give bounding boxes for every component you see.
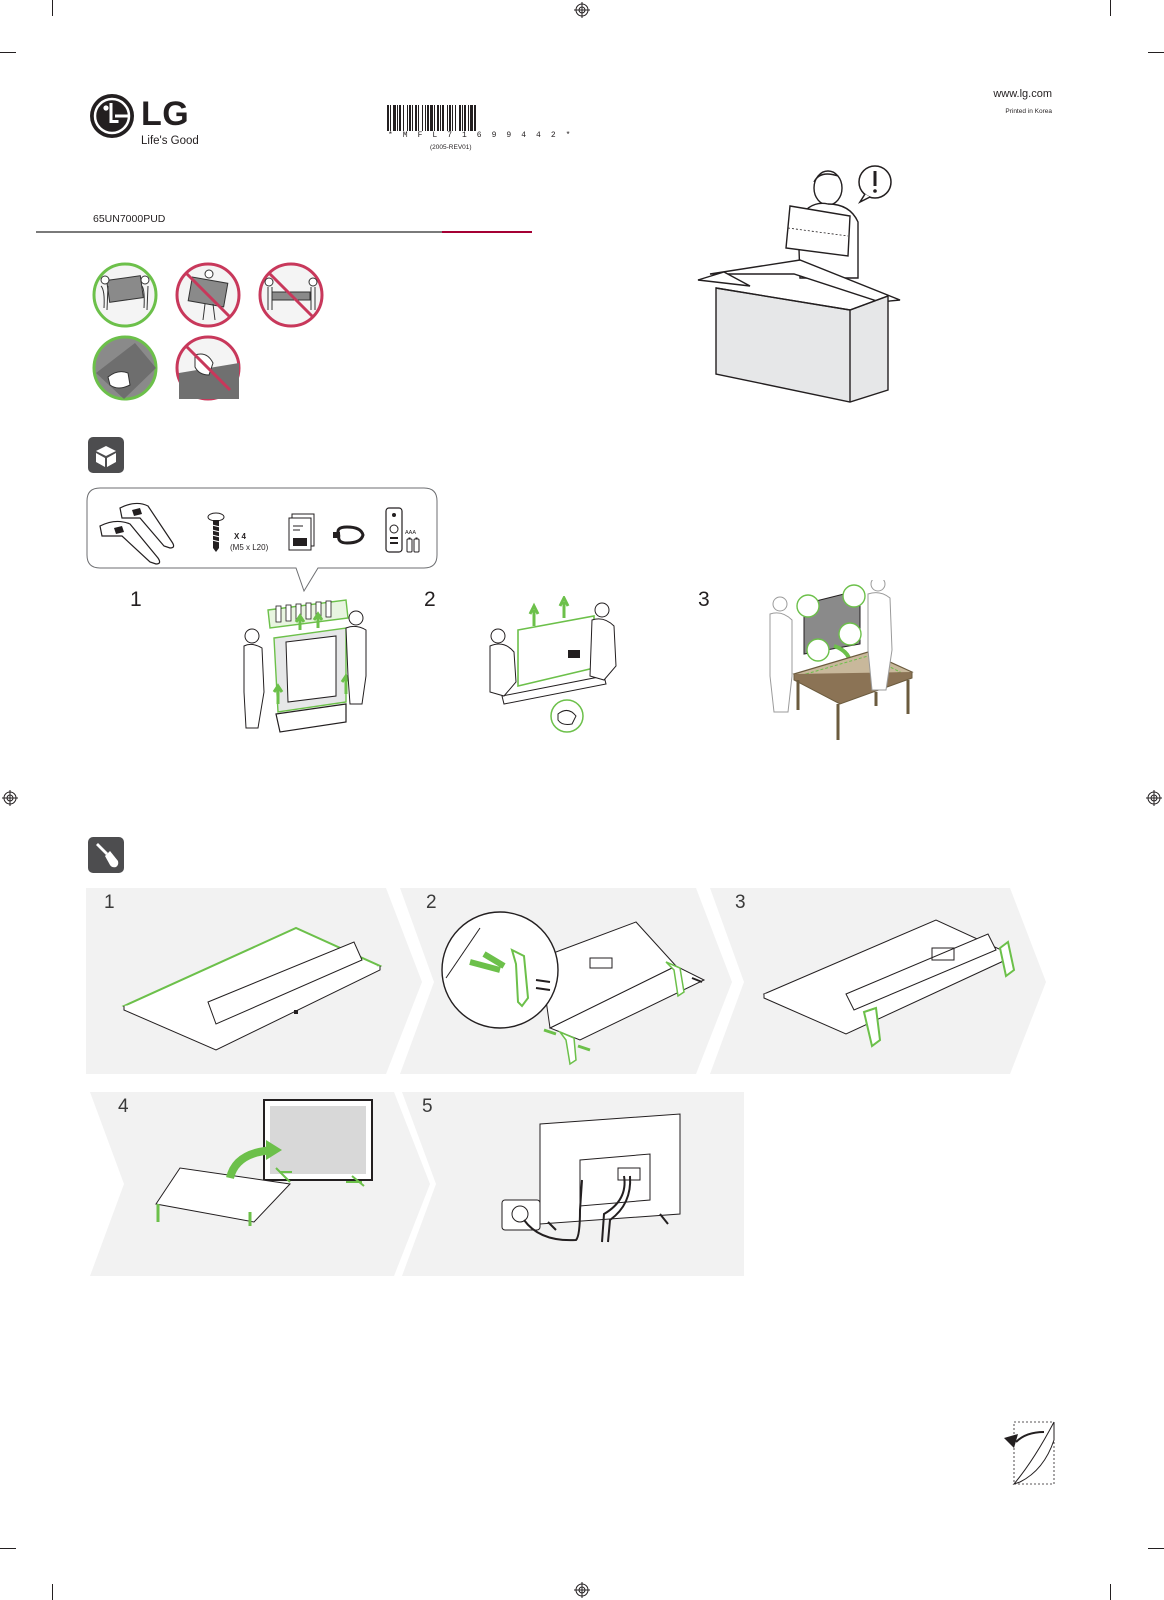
- barcode: [387, 105, 476, 131]
- battery-label: AAA: [405, 530, 417, 536]
- unpack-step-number: 2: [424, 588, 436, 611]
- barcode-bar: [462, 105, 463, 131]
- unpack-step-number: 1: [130, 588, 142, 611]
- barcode-text: * M F L 7 1 6 9 9 4 4 2 *: [388, 131, 574, 140]
- barcode-bar: [409, 105, 411, 131]
- unpack-warning-illustration: [697, 165, 901, 403]
- assembly-step-number: 1: [104, 892, 115, 913]
- assembly-step1-illustration: [121, 926, 383, 1051]
- carry-correct-icon: [92, 262, 158, 328]
- barcode-bar: [397, 105, 398, 131]
- screw-icon: [207, 512, 225, 552]
- model-number: 65UN7000PUD: [93, 213, 166, 225]
- revision-code: (2005-REV01): [430, 144, 472, 151]
- barcode-bar: [449, 105, 451, 131]
- accessories-bubble: [86, 487, 438, 593]
- registration-mark-icon: [574, 1582, 590, 1598]
- barcode-bar: [422, 105, 423, 131]
- barcode-bar: [425, 105, 426, 131]
- crop-mark: [1148, 1548, 1164, 1549]
- barcode-bar: [459, 105, 461, 131]
- unpack-step-number: 3: [698, 588, 710, 611]
- barcode-bar: [407, 105, 408, 131]
- barcode-bar: [455, 105, 456, 131]
- lg-logo-icon: [90, 94, 134, 138]
- assembly-step2-illustration: [441, 911, 706, 1066]
- barcode-bar: [430, 105, 433, 131]
- crop-mark: [0, 1548, 16, 1549]
- assembly-step-number: 5: [422, 1096, 433, 1117]
- assembly-step5-illustration: [501, 1113, 681, 1243]
- brand-wordmark: LG: [141, 95, 190, 133]
- grip-correct-icon: [92, 335, 158, 401]
- barcode-bar: [427, 105, 429, 131]
- grip-wrong-icon: [175, 335, 241, 401]
- unpack-step2-illustration: [489, 596, 617, 733]
- box-contents-icon: [88, 437, 124, 473]
- assembly-step-number: 2: [426, 892, 437, 913]
- assembly-step3-illustration: [762, 919, 1016, 1048]
- barcode-bar: [399, 105, 401, 131]
- brand-tagline: Life's Good: [141, 135, 199, 147]
- assembly-step-number: 3: [735, 892, 746, 913]
- barcode-bar: [437, 105, 439, 131]
- stand-icon: [99, 502, 175, 565]
- barcode-bar: [387, 105, 389, 131]
- manual-icon: [288, 513, 315, 551]
- screw-quantity: X 4: [234, 532, 247, 541]
- registration-mark-icon: [574, 2, 590, 18]
- barcode-bar: [442, 105, 444, 131]
- crop-mark: [1148, 52, 1164, 53]
- barcode-bar: [452, 105, 453, 131]
- registration-mark-icon: [1146, 790, 1162, 806]
- crop-mark: [1110, 1584, 1111, 1600]
- crop-mark: [1110, 0, 1111, 16]
- barcode-bar: [468, 105, 469, 131]
- carry-wrong-flat-icon: [258, 262, 324, 328]
- unpack-step1-illustration: [243, 599, 367, 733]
- barcode-bar: [470, 105, 473, 131]
- remote-control-icon: [385, 507, 403, 553]
- header-rule: [36, 231, 442, 233]
- barcode-bar: [393, 105, 396, 131]
- crop-mark: [52, 1584, 53, 1600]
- power-cord-icon: [333, 525, 365, 545]
- barcode-bar: [447, 105, 448, 131]
- carry-wrong-single-icon: [175, 262, 241, 328]
- screw-spec: (M5 x L20): [230, 543, 269, 552]
- barcode-bar: [434, 105, 435, 131]
- barcode-bar: [464, 105, 466, 131]
- barcode-bar: [474, 105, 476, 131]
- barcode-bar: [440, 105, 441, 131]
- crop-mark: [52, 0, 53, 16]
- barcode-bar: [390, 105, 391, 131]
- page-turn-icon: [1004, 1421, 1055, 1486]
- barcode-bar: [412, 105, 413, 131]
- unpack-step3-illustration: [769, 580, 914, 740]
- registration-mark-icon: [2, 790, 18, 806]
- screwdriver-icon: [88, 837, 124, 873]
- website-url: www.lg.com: [993, 88, 1052, 100]
- barcode-bar: [415, 105, 417, 131]
- header-rule-accent: [442, 231, 532, 233]
- barcode-bar: [418, 105, 419, 131]
- crop-mark: [0, 52, 16, 53]
- assembly-step-number: 4: [118, 1096, 129, 1117]
- printed-in: Printed in Korea: [1005, 108, 1052, 115]
- barcode-bar: [403, 105, 404, 131]
- battery-icon: [406, 537, 420, 553]
- assembly-step4-illustration: [155, 1099, 373, 1226]
